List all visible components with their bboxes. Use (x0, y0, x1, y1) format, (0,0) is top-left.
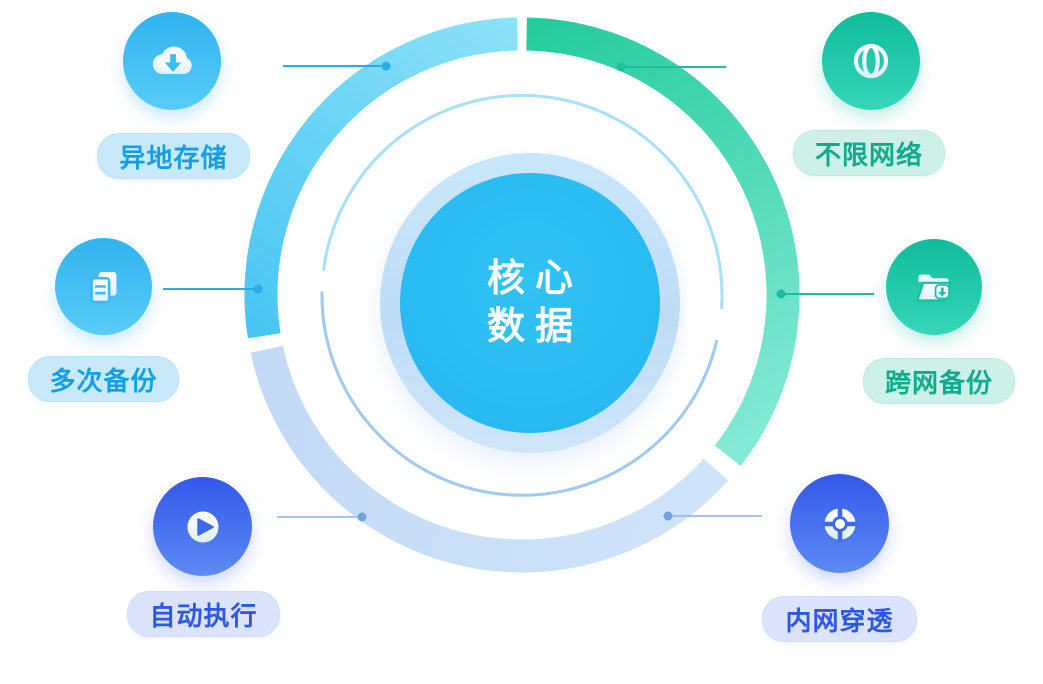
feature-label-multiple-backups: 多次备份 (28, 356, 179, 402)
feature-label-intranet-penetration: 内网穿透 (762, 596, 917, 642)
documents-icon (89, 271, 116, 303)
inner-thin-ring (320, 93, 724, 497)
core-data-circle: 核心 数据 (400, 173, 660, 433)
feature-label-unlimited-network: 不限网络 (793, 130, 945, 176)
thin-ring-bottom-arc (320, 291, 719, 497)
feature-unlimited-network (822, 12, 920, 110)
globe-icon (853, 43, 889, 79)
feature-label-cross-network-backup: 跨网备份 (863, 358, 1015, 404)
play-icon (186, 510, 219, 543)
folder-download-icon (916, 274, 952, 302)
feature-label-auto-execute: 自动执行 (127, 591, 280, 637)
outer-ring (244, 17, 800, 573)
label-text: 多次备份 (49, 365, 158, 396)
label-text: 内网穿透 (785, 605, 894, 636)
label-text: 异地存储 (119, 142, 228, 173)
outer-ring-arc-green (526, 17, 800, 466)
thin-ring-top-arc (322, 93, 724, 309)
connector-dot-middle-right (776, 289, 786, 299)
feature-auto-execute (153, 477, 252, 576)
connector-dot-middle-left (253, 284, 263, 294)
outer-ring-arc-pale (250, 345, 729, 573)
core-data-title: 核心 数据 (486, 258, 583, 348)
target-icon (821, 505, 858, 542)
feature-cross-network-backup (886, 239, 982, 335)
connector-dot-top-right (616, 62, 626, 72)
label-text: 跨网备份 (884, 367, 993, 398)
feature-offsite-storage (123, 12, 221, 110)
feature-label-offsite-storage: 异地存储 (97, 133, 250, 179)
feature-multiple-backups (55, 238, 152, 335)
label-text: 不限网络 (814, 139, 923, 170)
label-text: 自动执行 (149, 600, 258, 631)
connector-dot-bottom-right (663, 511, 673, 521)
connectors (163, 61, 874, 522)
connector-dot-top-left (381, 61, 391, 71)
feature-intranet-penetration (790, 474, 889, 573)
cloud-download-icon (152, 46, 192, 74)
connector-dot-bottom-left (357, 512, 367, 522)
outer-ring-arc-blue (244, 17, 518, 339)
